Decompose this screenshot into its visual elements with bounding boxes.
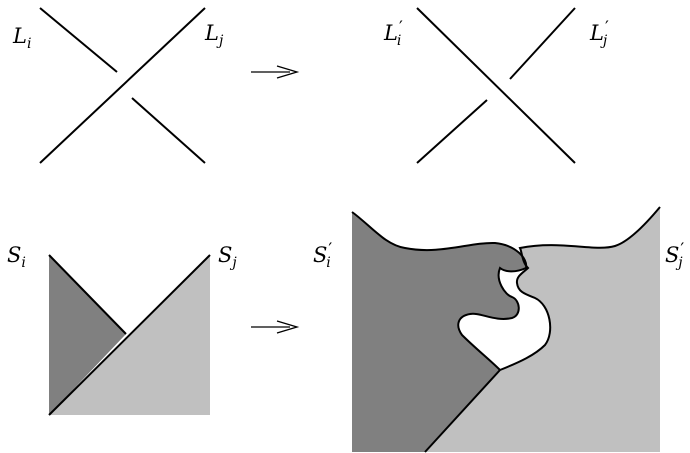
strand-Li-prime-over: [416, 7, 576, 164]
crossing-before: [39, 7, 206, 164]
edge-Si-prime-boundary: [351, 211, 528, 371]
surface-Si: [49, 255, 126, 415]
transform-arrow-top: [251, 65, 300, 79]
strand-Li-upper: [39, 7, 118, 73]
edge-Sj-prime-diagonal: [424, 369, 501, 453]
crossing-after: [416, 7, 576, 164]
strand-Lj-prime-lower: [416, 99, 488, 164]
edge-Si-top: [48, 254, 127, 335]
strand-Lj-prime-upper: [509, 7, 576, 80]
edge-Sj-prime-boundary: [499, 206, 661, 371]
label-Li-prime: L′i: [383, 18, 403, 49]
surface-Sj-prime: [425, 207, 660, 452]
label-Lj: Lj: [204, 21, 224, 49]
surfaces-before: [48, 254, 211, 416]
surface-Si-prime: [352, 212, 527, 452]
label-Li: Li: [12, 24, 31, 52]
surfaces-after: [351, 206, 661, 453]
label-Sj: Sj: [218, 243, 237, 271]
label-Si-prime: S′i: [313, 240, 332, 271]
label-Lj-prime: L′j: [589, 18, 609, 49]
strand-Li-lower: [131, 97, 206, 164]
label-Si: Si: [7, 243, 26, 271]
label-Sj-prime: S′j: [665, 240, 684, 271]
strand-Lj-over: [39, 7, 206, 164]
edge-Sj-diagonal: [48, 254, 211, 416]
transform-arrow-bottom: [251, 320, 300, 334]
